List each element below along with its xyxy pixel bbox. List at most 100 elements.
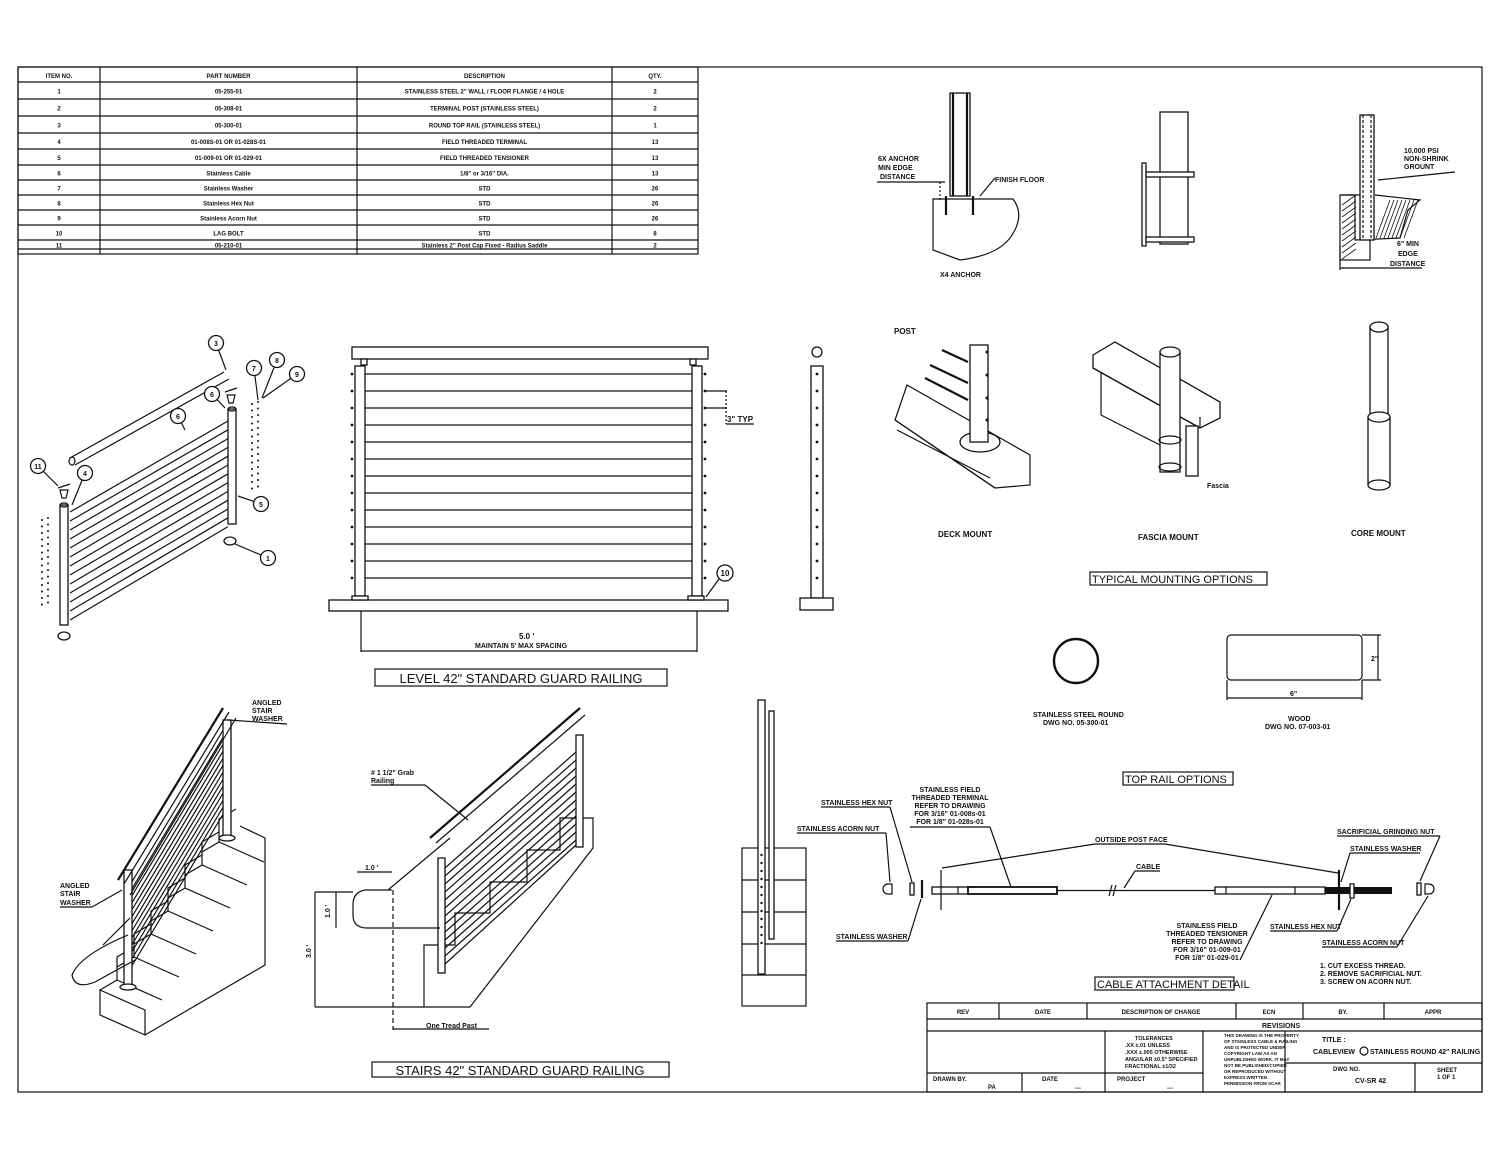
table-cell-desc: STD [479, 232, 492, 238]
post-hole-dot [760, 901, 763, 905]
date-value: --- [1075, 1086, 1081, 1092]
iso-step-edge [133, 956, 180, 978]
cable-end-dot [350, 491, 354, 495]
angled-washer-bottom-1: ANGLED [60, 883, 90, 890]
exploded-cable-line [69, 526, 229, 621]
terminal-label-line: FOR 3/16" 01-008s-01 [914, 811, 986, 818]
iso-cable [126, 784, 229, 954]
revisions-label: REVISIONS [1262, 1023, 1300, 1030]
table-cell-desc: FIELD THREADED TENSIONER [440, 156, 530, 162]
grout-label-1: 10,000 PSI [1404, 148, 1439, 155]
table-cell-item: 8 [57, 202, 61, 208]
exploded-cable-line [69, 473, 229, 567]
hatch-line [1341, 212, 1357, 224]
min-edge-label-3: DISTANCE [1390, 261, 1426, 268]
hardware-dot [41, 545, 43, 547]
notice-line: PERMISSION FROM SCAR [1224, 1081, 1282, 1086]
tolerance-line: FRACTIONAL ±1/32 [1125, 1064, 1176, 1070]
item-balloon [245, 359, 263, 377]
cable-end-dot [350, 474, 354, 478]
post-hole-dot [815, 525, 819, 529]
item-balloon [252, 495, 270, 513]
hardware-dot [257, 446, 259, 449]
iso-cable [126, 749, 229, 919]
hardware-dots-right [251, 401, 259, 490]
iso-step-edge [218, 841, 265, 863]
stairs-isometric: ANGLED STAIR WASHER ANGLED STAIR WASHER [60, 700, 288, 1036]
angled-washer-bottom-3: WASHER [60, 900, 91, 907]
wood-rail-profile [1226, 634, 1363, 681]
hardware-dot [257, 459, 259, 462]
core-detail: 10,000 PSI NON-SHRINK GROUNT 6" MIN EDGE… [1339, 114, 1456, 270]
table-cell-item: 3 [57, 124, 61, 130]
post-hole-dot [760, 909, 763, 913]
level-post-side-view [799, 346, 834, 611]
angled-washer-top-1: ANGLED [252, 700, 282, 707]
hardware-dot [41, 584, 43, 586]
instruction-step: 2. REMOVE SACRIFICIAL NUT. [1320, 971, 1422, 978]
table-cell-part: Stainless Acorn Nut [200, 217, 257, 223]
table-header-cell: QTY. [648, 74, 662, 80]
hardware-dot [41, 532, 43, 534]
mounting-options-title: TYPICAL MOUNTING OPTIONS [1092, 574, 1253, 586]
table-cell-qty: 26 [652, 202, 659, 208]
cable-end-dot [350, 440, 354, 444]
table-cell-qty: 1 [653, 124, 657, 130]
cable-end-dot [703, 542, 707, 546]
instruction-step: 1. CUT EXCESS THREAD. [1320, 963, 1406, 970]
item-balloon [259, 549, 277, 567]
item-balloon-number: 9 [295, 372, 299, 379]
table-header-cell: PART NUMBER [207, 74, 252, 80]
hardware-dot [251, 429, 253, 431]
brand-logo-icon [1359, 1046, 1369, 1056]
dwg-no-label: DWG NO. [1333, 1067, 1360, 1073]
table-header-cell: DESCRIPTION [464, 74, 505, 80]
stair-cable [444, 823, 577, 941]
edge-label-1: 6X ANCHOR [878, 156, 919, 163]
post-cap-left-icon [57, 483, 71, 499]
hatch-line [1387, 199, 1403, 239]
hatch-line [1383, 199, 1399, 239]
tensioner-label-line: STAINLESS FIELD [1177, 923, 1238, 930]
stair-cable [444, 839, 577, 957]
mounting-options: POST DECK MOUNT Fascia FA [894, 321, 1406, 586]
table-cell-desc: STD [479, 202, 492, 208]
exploded-cable-line [69, 464, 229, 558]
notice-line: COPYRIGHT LAW AS AN [1224, 1051, 1277, 1056]
fascia-label: Fascia [1207, 483, 1229, 490]
deck-mount-label: DECK MOUNT [938, 530, 992, 539]
level-railing-title: LEVEL 42" STANDARD GUARD RAILING [399, 671, 642, 686]
hatch-line [1341, 218, 1357, 230]
hardware-dot [251, 403, 253, 405]
hardware-dot [47, 530, 49, 532]
table-cell-part: Stainless Cable [206, 172, 251, 178]
right-post [223, 406, 237, 546]
hatch-line [1341, 248, 1357, 260]
hatch-line [1403, 199, 1419, 239]
hardware-dot [251, 461, 253, 464]
item-balloon [76, 464, 94, 482]
hardware-dot [251, 474, 253, 477]
table-cell-desc: STAINLESS STEEL 2" WALL / FLOOR FLANGE /… [405, 90, 565, 96]
table-cell-part: LAG BOLT [213, 232, 244, 238]
hardware-dot [47, 569, 49, 571]
iso-cable [126, 735, 229, 905]
edge-label-3: DISTANCE [880, 174, 916, 181]
round-rail-dwg: DWG NO. 05-300-01 [1043, 720, 1108, 727]
stair-cable [444, 759, 577, 877]
iso-cable [126, 721, 229, 891]
item-balloon [207, 334, 225, 352]
angled-washer-top-3: WASHER [252, 716, 283, 723]
tolerance-line: TOLERANCES [1135, 1036, 1173, 1042]
table-cell-item: 9 [57, 217, 61, 223]
dwg-no: CV-SR 42 [1355, 1078, 1386, 1085]
item-balloon-number: 8 [275, 358, 279, 365]
post-hole-dot [815, 372, 819, 376]
edge-label-2: MIN EDGE [878, 165, 913, 172]
post-hole-dot [815, 440, 819, 444]
revision-header-cell: DATE [1035, 1010, 1051, 1016]
left-post [57, 502, 71, 641]
